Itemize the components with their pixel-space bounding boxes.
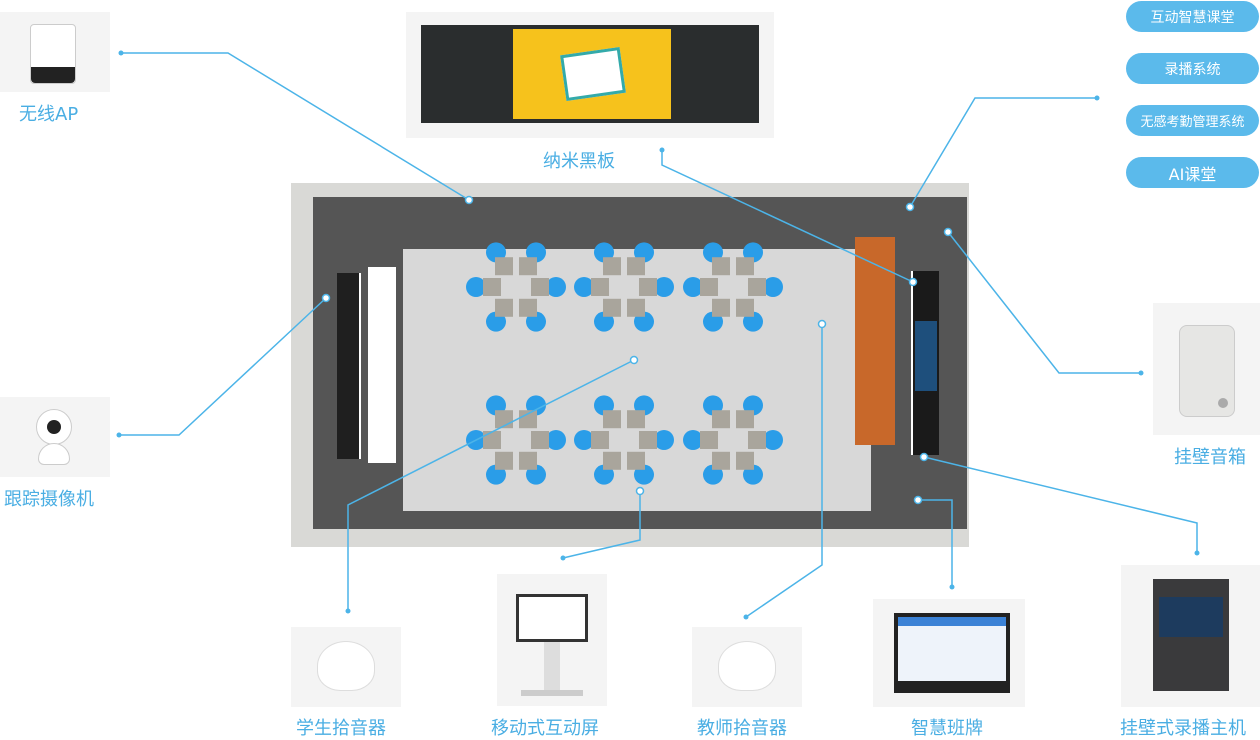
connector-line <box>947 231 1141 374</box>
speaker-label: 挂壁音箱 <box>1174 447 1246 468</box>
chair <box>546 277 566 297</box>
chair <box>574 277 594 297</box>
student-mic-image <box>291 627 401 707</box>
desk <box>627 298 645 317</box>
connector-dot <box>949 584 955 590</box>
desk <box>531 278 549 296</box>
chair <box>466 277 486 297</box>
desk <box>495 298 513 317</box>
speaker-image <box>1153 303 1260 435</box>
chair <box>683 430 703 450</box>
hexagon-table-group <box>683 242 783 332</box>
desk <box>712 451 730 470</box>
hexagon-table-group <box>574 395 674 485</box>
desk <box>627 410 645 429</box>
front-blackboard <box>911 271 939 455</box>
desk <box>531 431 549 449</box>
desk <box>627 257 645 276</box>
desk <box>603 257 621 276</box>
desk <box>519 410 537 429</box>
blackboard-image <box>406 12 774 138</box>
chair <box>654 430 674 450</box>
connector-dot <box>118 50 124 56</box>
table-groups <box>466 242 783 485</box>
desk <box>519 451 537 470</box>
blackboard-label: 纳米黑板 <box>543 151 615 172</box>
desk <box>639 431 657 449</box>
student-mic-label: 学生拾音器 <box>296 718 386 739</box>
connector-dot <box>345 608 351 614</box>
mobile-screen-label: 移动式互动屏 <box>491 718 599 739</box>
desk <box>495 410 513 429</box>
system-pill-interactive-classroom[interactable]: 互动智慧课堂 <box>1126 1 1259 32</box>
desk <box>712 257 730 276</box>
desk <box>748 431 766 449</box>
desk <box>627 451 645 470</box>
connector-dot <box>743 614 749 620</box>
desk <box>639 278 657 296</box>
wireless-ap-image <box>0 12 110 92</box>
desk <box>736 298 754 317</box>
system-pill-recording[interactable]: 录播系统 <box>1126 53 1259 84</box>
desk <box>603 298 621 317</box>
camera-label: 跟踪摄像机 <box>4 489 94 510</box>
system-pill-ai-classroom[interactable]: AI课堂 <box>1126 157 1259 188</box>
teacher-mic-label: 教师拾音器 <box>697 718 787 739</box>
wireless-ap-label: 无线AP <box>19 104 79 125</box>
recording-host-image <box>1121 565 1260 707</box>
desk <box>700 431 718 449</box>
desk <box>483 278 501 296</box>
desk <box>591 431 609 449</box>
mobile-screen-image <box>497 574 607 706</box>
desk <box>483 431 501 449</box>
connector-dot <box>659 147 665 153</box>
desk <box>495 257 513 276</box>
connector-dot <box>560 555 566 561</box>
hexagon-table-group <box>466 395 566 485</box>
desk <box>591 278 609 296</box>
recording-host-label: 挂壁式录播主机 <box>1120 718 1246 739</box>
hexagon-table-group <box>683 395 783 485</box>
teacher-mic-image <box>692 627 802 707</box>
hexagon-table-group <box>466 242 566 332</box>
desk <box>519 257 537 276</box>
desk <box>712 298 730 317</box>
connector-dot <box>1194 550 1200 556</box>
desk <box>519 298 537 317</box>
camera-image <box>0 397 110 477</box>
classroom-floor-plan <box>291 183 969 547</box>
desk <box>603 410 621 429</box>
connector-dot <box>1138 370 1144 376</box>
desk <box>712 410 730 429</box>
desk <box>736 451 754 470</box>
desk <box>603 451 621 470</box>
desk <box>495 451 513 470</box>
desk <box>700 278 718 296</box>
desk <box>748 278 766 296</box>
desk <box>736 257 754 276</box>
class-sign-label: 智慧班牌 <box>911 718 983 739</box>
class-sign-image <box>873 599 1025 707</box>
connector-dot <box>1094 95 1100 101</box>
system-pill-attendance[interactable]: 无感考勤管理系统 <box>1126 105 1259 136</box>
desk <box>736 410 754 429</box>
hexagon-table-group <box>574 242 674 332</box>
connector-dot <box>116 432 122 438</box>
